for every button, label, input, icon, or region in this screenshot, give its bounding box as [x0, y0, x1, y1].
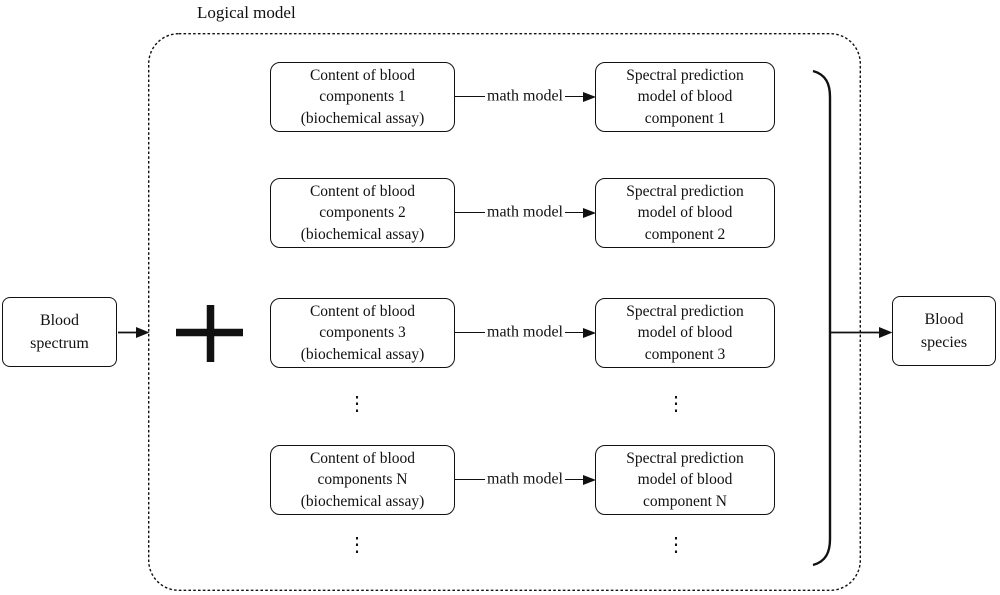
prediction-box-line: component N [643, 492, 727, 510]
ellipsis-right-bottom: ⋮ [666, 534, 686, 556]
model-row-3: Content of blood components 3 (biochemic… [270, 298, 775, 368]
content-box-line: components N [317, 471, 408, 489]
ellipsis-left-mid: ⋮ [347, 393, 367, 415]
prediction-box-N: Spectral prediction model of blood compo… [595, 445, 775, 515]
content-box-line: components 1 [319, 88, 406, 106]
content-box-line: (biochemical assay) [300, 345, 425, 363]
prediction-box-3: Spectral prediction model of blood compo… [595, 298, 775, 368]
content-box-3: Content of blood components 3 (biochemic… [270, 298, 455, 368]
prediction-box-line: Spectral prediction [626, 449, 744, 467]
blood-spectrum-label-line: Blood [39, 312, 80, 329]
content-box-N: Content of blood components N (biochemic… [270, 445, 455, 515]
math-model-label: math model [485, 323, 565, 342]
content-box-2: Content of blood components 2 (biochemic… [270, 178, 455, 248]
math-model-label: math model [485, 87, 565, 106]
model-row-N: Content of blood components N (biochemic… [270, 445, 775, 515]
prediction-box-line: component 1 [644, 109, 726, 127]
content-box-line: Content of blood [309, 449, 416, 467]
math-model-connector-N: math model [455, 445, 596, 515]
math-model-label: math model [485, 470, 565, 489]
ellipsis-left-bottom: ⋮ [347, 534, 367, 556]
blood-spectrum-label-line: spectrum [30, 335, 89, 352]
sink-arrowhead-icon [879, 327, 893, 338]
prediction-box-2: Spectral prediction model of blood compo… [595, 178, 775, 248]
ellipsis-right-mid: ⋮ [666, 393, 686, 415]
content-box-line: Content of blood [309, 302, 416, 320]
plus-icon [176, 305, 243, 362]
model-row-1: Content of blood components 1 (biochemic… [270, 62, 775, 132]
aggregation-brace-icon [812, 69, 832, 567]
math-model-connector-2: math model [455, 178, 596, 248]
content-box-line: (biochemical assay) [300, 109, 425, 127]
prediction-box-line: Spectral prediction [626, 66, 744, 84]
prediction-box-line: component 3 [644, 345, 726, 363]
content-box-line: (biochemical assay) [300, 225, 425, 243]
math-model-connector-3: math model [455, 298, 596, 368]
blood-spectrum-box: Blood spectrum [2, 297, 117, 367]
blood-species-box: Blood species [892, 296, 996, 366]
math-model-label: math model [485, 203, 565, 222]
prediction-box-line: model of blood [637, 88, 733, 106]
content-box-line: components 2 [319, 204, 406, 222]
prediction-box-line: component 2 [644, 225, 726, 243]
prediction-box-line: model of blood [637, 324, 733, 342]
prediction-box-line: model of blood [637, 204, 733, 222]
prediction-box-1: Spectral prediction model of blood compo… [595, 62, 775, 132]
source-arrowhead-icon [136, 327, 150, 338]
prediction-box-line: Spectral prediction [626, 302, 744, 320]
content-box-line: Content of blood [309, 66, 416, 84]
model-row-2: Content of blood components 2 (biochemic… [270, 178, 775, 248]
content-box-line: Content of blood [309, 182, 416, 200]
content-box-line: components 3 [319, 324, 406, 342]
logical-model-label: Logical model [197, 3, 296, 22]
prediction-box-line: Spectral prediction [626, 182, 744, 200]
content-box-1: Content of blood components 1 (biochemic… [270, 62, 455, 132]
blood-species-label-line: Blood [924, 311, 964, 328]
blood-species-label-line: species [920, 334, 968, 351]
math-model-connector-1: math model [455, 62, 596, 132]
content-box-line: (biochemical assay) [300, 492, 425, 510]
prediction-box-line: model of blood [637, 471, 733, 489]
